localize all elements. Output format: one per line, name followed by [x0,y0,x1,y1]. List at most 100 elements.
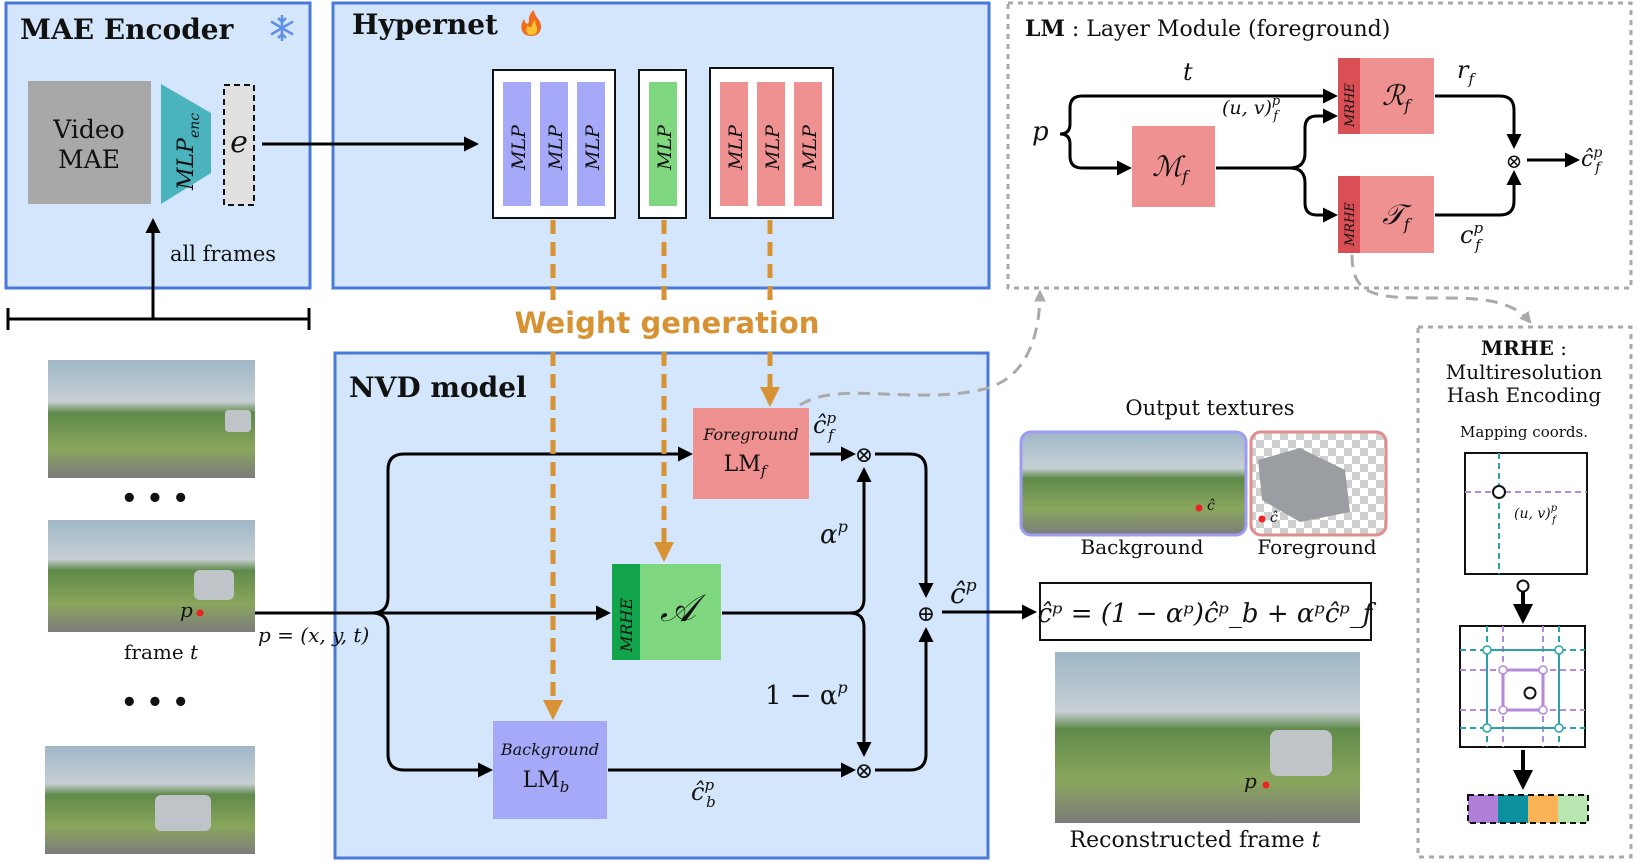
mlp-label-r2: MLP [762,124,784,171]
p-coord-label: p = (x, y, t) [258,623,369,647]
background-lm-block [493,721,607,819]
mlp-label-r1: MLP [725,124,747,171]
lm-p-label: p [1032,117,1049,147]
alpha-p-label: αp [820,517,848,550]
output-textures: Output textures ĉ ĉ Background Foregroun… [1019,396,1388,853]
feature-vector [1467,794,1589,824]
mlp-enc-trapezoid [161,84,211,204]
mae-encoder-title: MAE Encoder [20,13,235,46]
t-f-mrhe-tag [1338,176,1360,253]
lm-module-title: LM : Layer Module (foreground) [1025,16,1390,42]
alpha-mrhe-label: MRHE [617,598,636,653]
video-mae-line1: Video [52,115,124,144]
foreground-texture-car [1258,448,1350,522]
foreground-lm-block [693,408,809,499]
background-lm-label: LMb [523,768,570,796]
mapping-point [1492,485,1506,499]
r-f-label: ℛf [1382,79,1413,115]
ellipsis-top: • • • [121,484,189,514]
mlp-label-p2: MLP [545,124,567,171]
mlp-green-1 [649,82,677,206]
mrhe-line3: Hash Encoding [1447,383,1602,407]
mlp-red-2 [757,82,785,206]
foreground-texture-c: ĉ [1270,510,1278,526]
video-mae-line2: MAE [58,145,120,174]
nvd-model-panel: NVD model Foreground LMf MRHE 𝒜 Backgrou… [200,351,1037,860]
lm-routing [1059,88,1580,223]
reconstructed-p-label: p [1244,769,1257,793]
snowflake-icon [270,15,294,41]
foreground-texture-dot [1258,515,1266,523]
all-frames-label: all frames [170,242,276,266]
mrhe-panel: MRHE : Multiresolution Hash Encoding Map… [1416,325,1633,859]
foreground-lm-label: LMf [724,452,769,480]
frame-bracket [6,218,311,330]
mlp-label-r3: MLP [799,124,821,171]
mlp-purple-2 [540,82,568,206]
frame-thumb-last [45,746,255,854]
video-mae-block [28,81,151,204]
mapping-coords-box [1464,452,1588,575]
times-fg: ⊗ [855,443,873,468]
frame-p-label: p [180,598,193,622]
reconstructed-car [1270,730,1332,776]
background-lm-caption: Background [500,740,599,759]
frame-thumb-1 [48,360,255,478]
reconstructed-p-dot [1262,781,1270,789]
hypernet-title: Hypernet [352,8,498,41]
background-texture-label: Background [1081,535,1204,559]
embedding-block [223,84,255,206]
mrhe-title: MRHE : [1481,336,1567,360]
alpha-mrhe-tag [612,564,640,660]
r-f-mrhe-label: MRHE [1343,83,1358,128]
mapping-coords-label: Mapping coords. [1460,423,1588,441]
output-textures-title: Output textures [1125,396,1294,420]
foreground-lm-caption: Foreground [702,425,798,444]
oplus-symbol: ⊕ [917,602,935,627]
composition-formula: ĉᵖ = (1 − αᵖ)ĉᵖ_b + αᵖĉᵖ_f [1038,599,1377,629]
r-out-label: rf [1457,56,1476,88]
ellipsis-bottom: • • • [121,688,189,718]
lm-module-panel: LM : Layer Module (foreground) p t ℳf MR… [1006,1,1633,290]
c-hat-output-label: ĉp [950,576,977,610]
mlp-purple-1 [503,82,531,206]
fire-icon [521,10,542,36]
lm-t-label: t [1183,58,1193,86]
background-texture [1019,430,1248,537]
car-thumb-1 [225,410,251,432]
car-thumb-t [194,570,234,600]
mlp-label-p1: MLP [508,124,530,171]
foreground-texture-label: Foreground [1257,535,1376,559]
mrhe-line2: Multiresolution [1446,360,1603,384]
t-f-mrhe-label: MRHE [1343,202,1358,247]
hash-grid-box [1459,625,1586,748]
mlp-enc-label: MLPenc [174,113,203,191]
mlp-red-1 [720,82,748,206]
frame-thumbnails: • • • p frame t p = (x, y, t) • • • [45,360,369,854]
nvd-routing [200,446,1037,778]
mae-encoder-panel: MAE Encoder Video MAE MLPenc e all frame… [4,1,312,290]
one-minus-alpha-label: 1 − αp [765,678,848,711]
frame-p-dot [196,609,204,617]
mlp-label-p3: MLP [582,124,604,171]
frame-t-label: frame t [124,640,199,664]
embedding-label: e [230,125,248,160]
m-f-label: ℳf [1152,150,1191,186]
detail-connectors [799,254,1532,407]
nvd-model-title: NVD model [349,371,527,404]
weight-generation-label: Weight generation [515,306,820,340]
lm-times: ⊗ [1506,149,1523,173]
m-f-block [1132,126,1215,207]
formula-box: ĉᵖ = (1 − αᵖ)ĉᵖ_b + αᵖĉᵖ_f [1038,582,1377,641]
r-f-mrhe-tag [1338,58,1360,134]
reconstructed-label: Reconstructed frame t [1070,828,1321,853]
car-thumb-last [155,795,211,831]
